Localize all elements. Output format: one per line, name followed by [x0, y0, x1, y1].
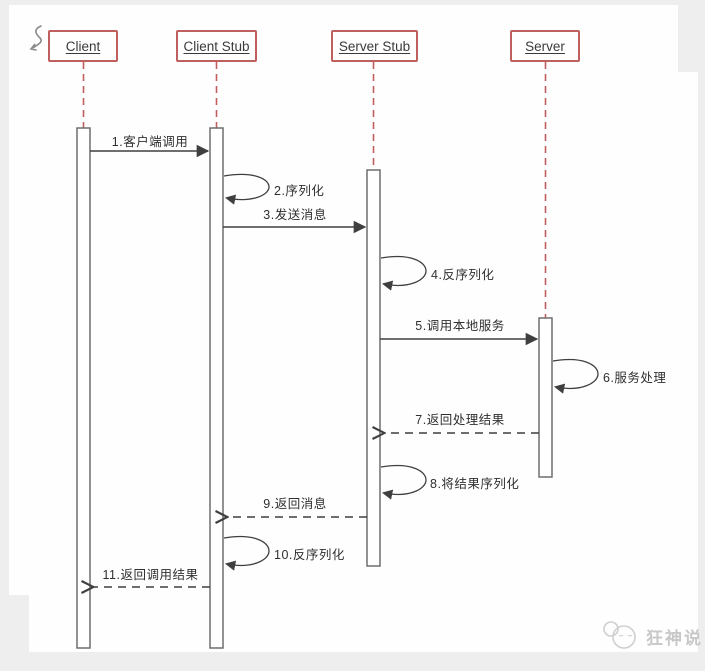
loop-8-serialize-result	[380, 465, 427, 500]
message-7-label: 7.返回处理结果	[415, 413, 505, 427]
participant-box-client: Client	[48, 30, 118, 62]
return-arrows	[92, 433, 539, 587]
message-10-label: 10.反序列化	[274, 548, 345, 562]
loop-2-serialize	[223, 173, 270, 205]
activation-bar-client	[76, 127, 91, 649]
watermark-logo-icon	[603, 621, 636, 649]
top-right-gray-corner	[678, 0, 705, 72]
message-3-label: 3.发送消息	[263, 208, 327, 222]
activation-bars	[76, 127, 553, 649]
diagram-canvas	[9, 5, 698, 652]
participant-server-stub-label: Server Stub	[338, 38, 411, 54]
participant-box-server: Server	[510, 30, 580, 62]
message-8-label: 8.将结果序列化	[430, 477, 520, 491]
message-9-label: 9.返回消息	[263, 497, 327, 511]
watermark-text: 狂神说	[646, 629, 703, 648]
call-arrows	[90, 144, 539, 346]
loop-10-deserialize	[223, 536, 270, 571]
message-6-label: 6.服务处理	[603, 371, 667, 385]
message-2-label: 2.序列化	[274, 184, 325, 198]
activation-bar-server	[538, 317, 553, 478]
self-loops	[223, 173, 599, 571]
participant-box-server-stub: Server Stub	[331, 30, 418, 62]
bottom-left-gray-corner	[0, 595, 29, 671]
participant-box-client-stub: Client Stub	[176, 30, 257, 62]
activation-bar-server-stub	[366, 169, 381, 567]
message-5-label: 5.调用本地服务	[415, 319, 505, 333]
participant-server-label: Server	[525, 38, 565, 54]
participant-client-stub-label: Client Stub	[183, 38, 250, 54]
scribble-cursor-icon	[29, 25, 42, 51]
loop-6-service-process	[552, 359, 599, 394]
loop-4-deserialize	[380, 256, 427, 291]
lifelines	[82, 62, 547, 318]
participant-client-label: Client	[65, 38, 101, 54]
message-11-label: 11.返回调用结果	[102, 568, 199, 582]
message-1-label: 1.客户端调用	[111, 135, 189, 149]
message-4-label: 4.反序列化	[431, 268, 495, 282]
